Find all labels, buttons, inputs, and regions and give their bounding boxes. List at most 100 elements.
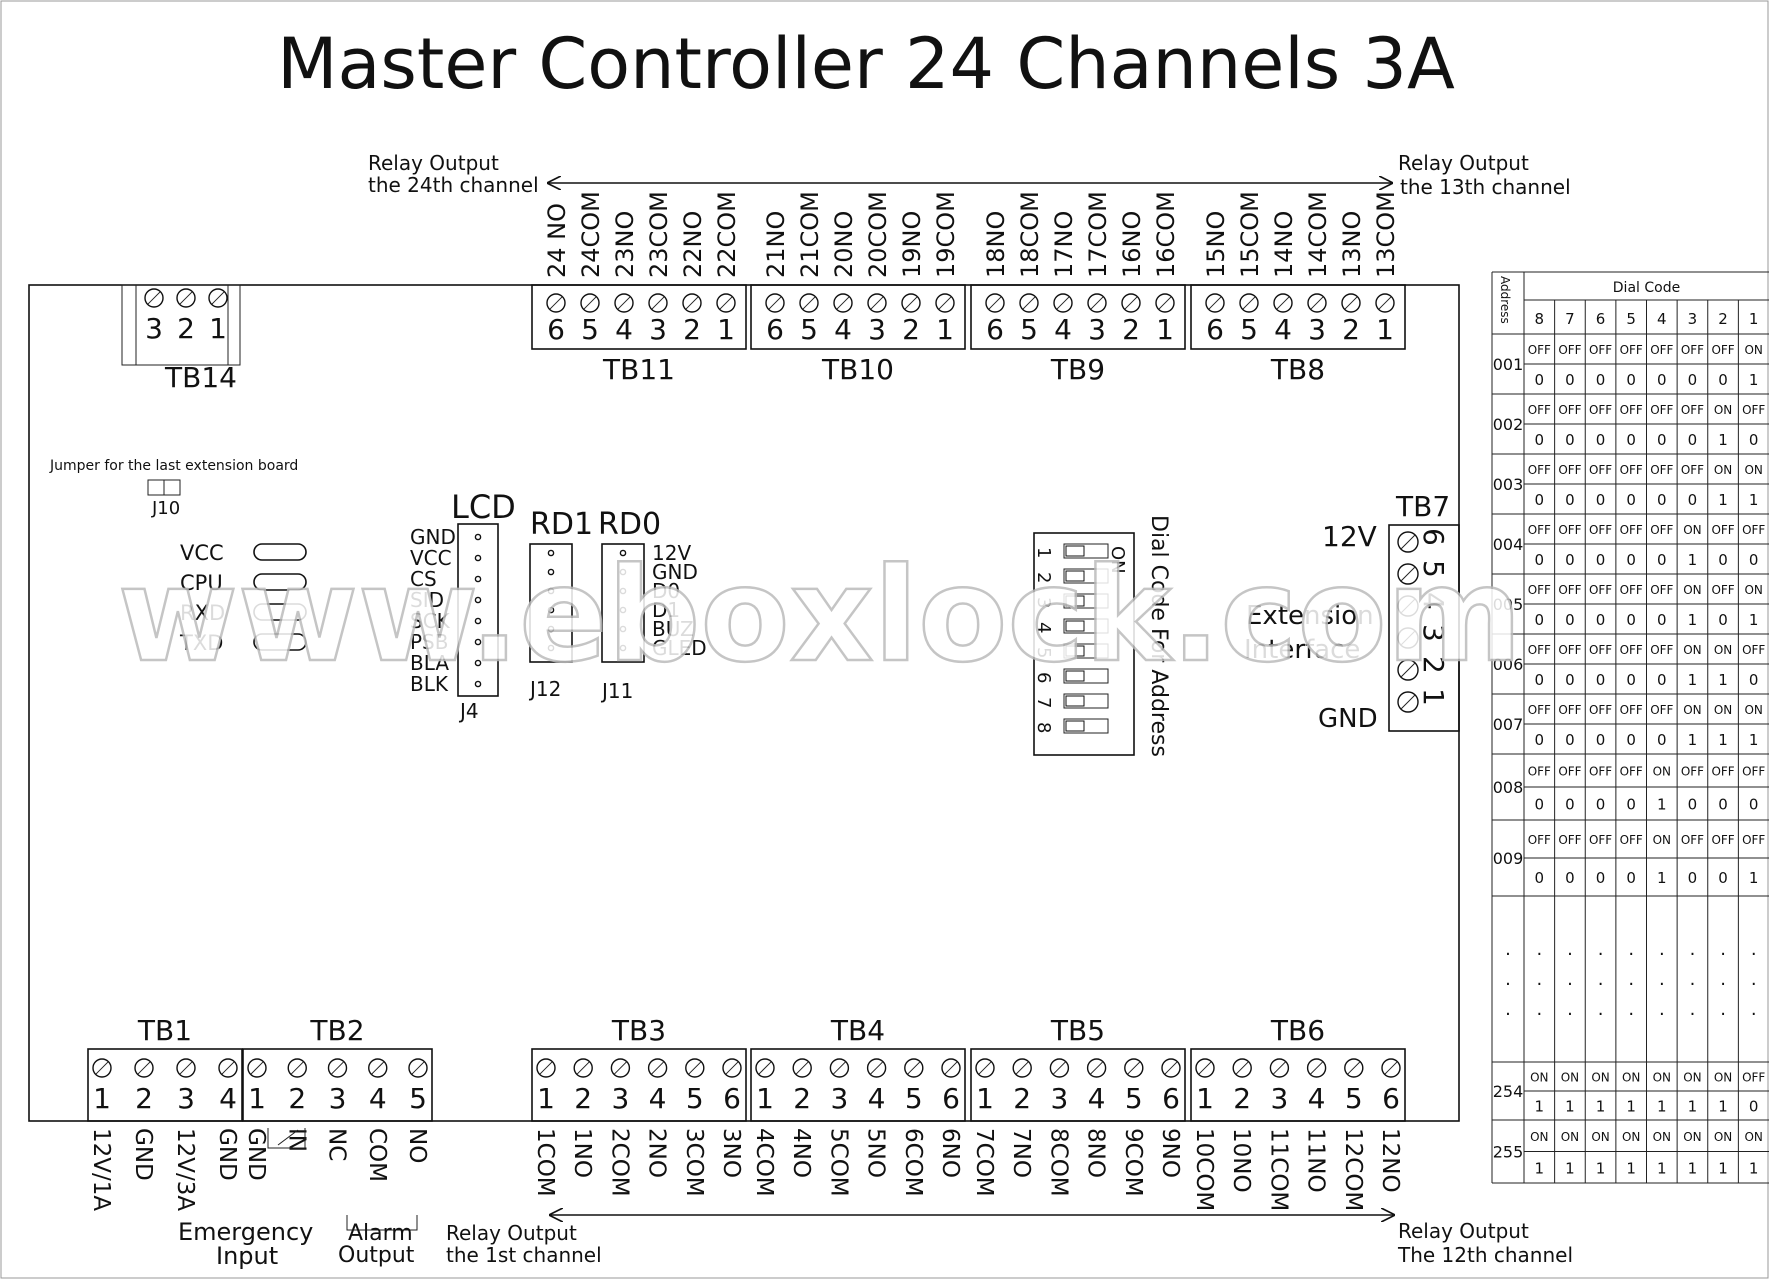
tb-tb4-screw-slot (758, 1061, 772, 1075)
table-switch-state-cell: OFF (1742, 765, 1765, 779)
rd0-pin-hole (619, 587, 627, 595)
tb-tb2-number: 4 (369, 1082, 387, 1115)
tb-tb4-screw-slot (944, 1061, 958, 1075)
table-bit-cell: 1 (1688, 671, 1698, 689)
tb-tb3-number: 5 (686, 1082, 704, 1115)
bottom-terminal-blocks: TB1112V/1A2GND312V/3A4GNDTB21GND2IN3NC4C… (87, 1014, 1406, 1211)
tb-tb8-screw-slot (1208, 296, 1222, 310)
alarm-label-line1: Alarm (348, 1221, 413, 1246)
table-ellipsis: . (1628, 939, 1634, 960)
tb-tb1-number: 1 (93, 1082, 111, 1115)
table-bit-cell: 0 (1718, 611, 1728, 629)
tb-tb9-name: TB9 (1050, 353, 1105, 386)
tb-tb3-number: 4 (649, 1082, 667, 1115)
table-switch-state-cell: OFF (1650, 583, 1673, 597)
table-switch-state-cell: OFF (1558, 583, 1581, 597)
top-left-arrow-line2: the 24th channel (368, 173, 539, 197)
tb-tb4-screw-slot (795, 1061, 809, 1075)
tb7-number: 5 (1417, 560, 1450, 578)
tb-tb9-screw-slot (1056, 296, 1070, 310)
table-switch-state-cell: OFF (1650, 403, 1673, 417)
table-bit-cell: 0 (1749, 796, 1759, 814)
tb-tb2-pin-label: NO (404, 1128, 430, 1163)
tb7-number: 4 (1417, 592, 1450, 610)
tb-tb9-pin-label: 18NO (982, 211, 1010, 278)
table-switch-state-cell: ON (1683, 703, 1701, 717)
tb-tb3-pin-label: 2NO (644, 1128, 670, 1178)
rd1-pin-hole (547, 568, 555, 576)
table-column-header: 5 (1626, 310, 1636, 328)
table-switch-state-cell: OFF (1620, 403, 1643, 417)
table-bit-cell: 1 (1749, 1159, 1759, 1177)
tb-tb10-name: TB10 (821, 353, 894, 386)
tb14-outline (121, 284, 241, 366)
tb-tb10-pin-label: 21COM (796, 191, 824, 278)
tb-tb9-screw-slot (1090, 296, 1104, 310)
tb-tb10-number: 1 (936, 313, 954, 346)
table-switch-state-cell: ON (1683, 583, 1701, 597)
tb7-number: 2 (1417, 656, 1450, 674)
tb-tb5-screw-slot (1089, 1061, 1104, 1075)
table-bit-cell: 0 (1688, 796, 1698, 814)
tb-tb3-screw-slot (688, 1061, 702, 1075)
table-switch-state-cell: ON (1653, 833, 1671, 847)
tb-tb9-number: 5 (1020, 313, 1038, 346)
rd0-pin-hole (619, 568, 627, 576)
table-switch-state-cell: OFF (1650, 703, 1673, 717)
table-ellipsis: . (1628, 969, 1634, 990)
table-switch-state-cell: ON (1744, 343, 1762, 357)
tb-tb5-screw-slot (1052, 1061, 1067, 1075)
dip-switch-lever (1065, 670, 1085, 682)
lcd-pin-label: GND (410, 525, 456, 549)
table-bit-cell: 0 (1596, 551, 1606, 569)
tb-tb9-screw-slot (1158, 296, 1172, 310)
table-switch-state-cell: OFF (1558, 403, 1581, 417)
lcd-pin-label: CS (410, 567, 437, 591)
table-bit-cell: 1 (1749, 731, 1759, 749)
table-switch-state-cell: ON (1744, 463, 1762, 477)
tb-tb10-pin-label: 20COM (864, 191, 892, 278)
jumper-caption: Jumper for the last extension board (49, 458, 298, 474)
table-bit-cell: 0 (1626, 731, 1636, 749)
rd1-title: RD1 (530, 507, 593, 542)
table-address-cell: 009 (1493, 849, 1524, 868)
table-switch-state-cell: ON (1744, 583, 1762, 597)
tb-tb5-pin-label: 9NO (1157, 1128, 1183, 1178)
tb-tb3-screw-slot (613, 1061, 628, 1075)
table-ellipsis: . (1751, 999, 1757, 1020)
tb-tb5-screw-slot (978, 1061, 992, 1075)
table-ellipsis: . (1536, 999, 1542, 1020)
table-bit-cell: 0 (1626, 796, 1636, 814)
tb-tb4-name: TB4 (830, 1014, 885, 1047)
lcd-pin-label: PSB (410, 630, 448, 654)
tb-tb2-number: 1 (248, 1082, 266, 1115)
rd0-pin-hole (619, 606, 627, 614)
tb-tb6-pin-label: 11COM (1265, 1128, 1291, 1211)
dip-switch-lever (1065, 720, 1085, 732)
page-title: Master Controller 24 Channels 3A (277, 23, 1455, 105)
table-switch-state-cell: OFF (1589, 643, 1612, 657)
tb-tb4-screw-slot (832, 1061, 847, 1075)
tb-tb9-screw-slot (1022, 296, 1036, 310)
table-ellipsis: . (1628, 999, 1634, 1020)
tb7-outline (1388, 524, 1460, 732)
table-switch-state-cell: OFF (1589, 703, 1612, 717)
lcd-pin-label: VCC (410, 546, 452, 570)
table-bit-cell: 0 (1749, 551, 1759, 569)
emergency-input-group: Emergency Input (178, 1128, 313, 1270)
table-switch-state-cell: OFF (1589, 583, 1612, 597)
tb-tb6-screw-slot (1272, 1061, 1287, 1075)
table-bit-cell: 0 (1718, 796, 1728, 814)
table-switch-state-cell: OFF (1711, 583, 1734, 597)
table-address-cell: 001 (1493, 355, 1524, 374)
tb-tb6-pin-label: 11NO (1303, 1128, 1329, 1193)
tb-tb4-pin-label: 4NO (788, 1128, 814, 1178)
top-left-arrow-line1: Relay Output (368, 151, 499, 175)
tb-tb3-pin-label: 1NO (569, 1128, 595, 1178)
table-switch-state-cell: OFF (1620, 643, 1643, 657)
tb-tb4-pin-label: 6NO (937, 1128, 963, 1178)
tb-tb8-pin-label: 13NO (1338, 211, 1366, 278)
